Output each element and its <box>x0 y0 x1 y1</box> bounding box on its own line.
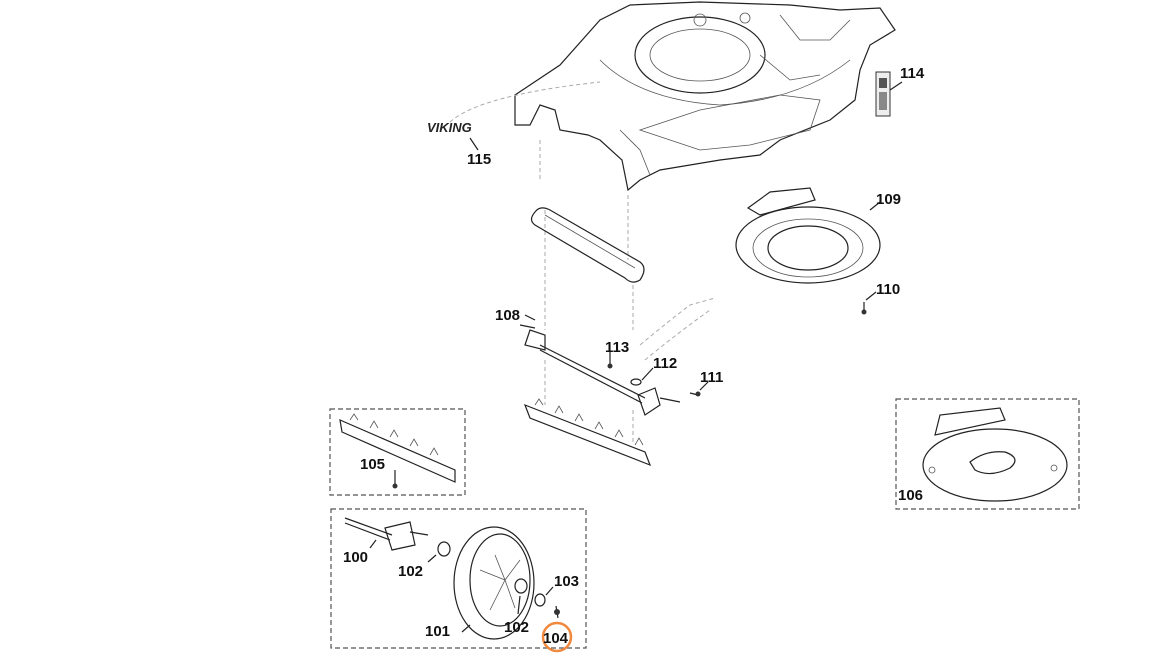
part-label-108[interactable]: 108 <box>495 307 520 324</box>
part-label-113[interactable]: 113 <box>605 339 629 356</box>
screw-113[interactable]: 113 <box>605 339 629 369</box>
part-label-112[interactable]: 112 <box>653 355 677 372</box>
part-label-114[interactable]: 114 <box>900 65 925 82</box>
screw-110[interactable]: 110 <box>861 281 901 315</box>
part-label-104[interactable]: 104 <box>543 630 569 647</box>
viking-logo-decal[interactable]: VIKING 115 <box>427 120 491 168</box>
bushing-102-right[interactable]: 102 <box>504 578 529 636</box>
subassembly-box-105 <box>329 408 466 496</box>
screw-104[interactable]: 104 <box>541 605 573 653</box>
screw-105[interactable]: 105 <box>360 456 398 489</box>
subassembly-box-106 <box>895 398 1080 510</box>
deflector-plate-109[interactable]: 109 <box>735 187 901 284</box>
decal-114[interactable]: 114 <box>875 65 925 117</box>
hub-cap-103[interactable]: 103 <box>534 573 579 607</box>
part-label-102-right[interactable]: 102 <box>504 619 529 636</box>
screw-111[interactable]: 111 <box>689 369 723 397</box>
part-label-102-left[interactable]: 102 <box>398 563 423 580</box>
part-label-100[interactable]: 100 <box>343 549 368 566</box>
selected-part-highlight <box>541 621 573 653</box>
part-label-105[interactable]: 105 <box>360 456 385 473</box>
viking-logo: VIKING <box>427 120 472 135</box>
part-label-111[interactable]: 111 <box>700 369 723 386</box>
part-label-101[interactable]: 101 <box>425 623 450 640</box>
subassembly-box-wheel <box>330 508 587 649</box>
part-label-109[interactable]: 109 <box>876 191 901 208</box>
washer-112[interactable]: 112 <box>630 355 677 386</box>
part-label-115[interactable]: 115 <box>467 151 491 168</box>
mower-deck-housing <box>514 1 896 192</box>
wheel-axle-arm-100[interactable]: 100 <box>343 517 429 566</box>
logo-leader-line <box>449 81 601 123</box>
wheel-101[interactable]: 101 <box>425 526 535 640</box>
part-label-110[interactable]: 110 <box>876 281 900 298</box>
axle-assembly-108[interactable]: 108 <box>495 307 681 416</box>
mulch-plate-106[interactable]: 106 <box>898 407 1068 504</box>
height-adjuster-rail <box>523 398 652 467</box>
hinge-flap <box>530 207 716 361</box>
bushing-102-left[interactable]: 102 <box>398 541 451 580</box>
part-label-103[interactable]: 103 <box>554 573 579 590</box>
part-label-106[interactable]: 106 <box>898 487 923 504</box>
alignment-guides <box>539 140 634 445</box>
